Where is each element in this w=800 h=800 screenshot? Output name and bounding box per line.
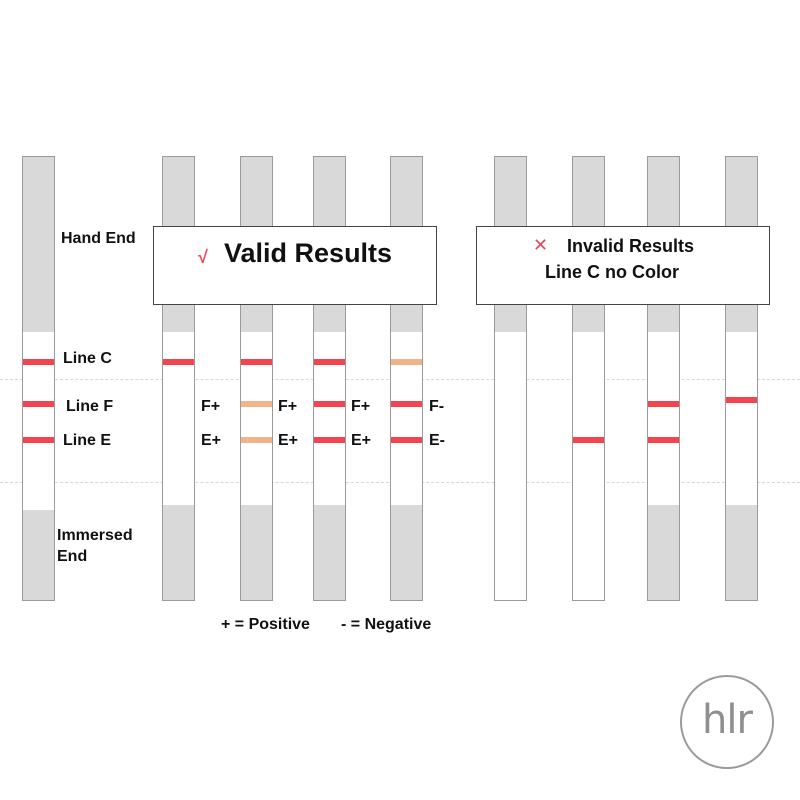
strip-immersed-end bbox=[726, 505, 757, 600]
strip1-f-label: F+ bbox=[201, 398, 221, 415]
line-e-band bbox=[241, 437, 272, 443]
legend-negative: - = Negative bbox=[341, 616, 432, 633]
line-c-band bbox=[163, 359, 194, 365]
strip-immersed-end bbox=[391, 505, 422, 600]
strip4-f-label: F- bbox=[429, 398, 445, 415]
hlr-logo: hlr bbox=[680, 675, 774, 769]
line-e-band bbox=[314, 437, 345, 443]
invalid-strip-4 bbox=[725, 156, 758, 601]
invalid-strip-3 bbox=[647, 156, 680, 601]
strip-immersed-end bbox=[23, 510, 54, 600]
valid-results-panel: √ Valid Results bbox=[153, 226, 437, 305]
strip3-e-label: E+ bbox=[351, 432, 372, 449]
line-e-band bbox=[648, 437, 679, 443]
legend-positive: + = Positive bbox=[221, 616, 310, 633]
line-f-band bbox=[241, 401, 272, 407]
valid-strip-1 bbox=[162, 156, 195, 601]
reference-strip bbox=[22, 156, 55, 601]
line-f-band bbox=[23, 401, 54, 407]
line-e-band bbox=[391, 437, 422, 443]
line-f-band bbox=[314, 401, 345, 407]
immersed-end-label-2: End bbox=[57, 548, 88, 565]
strip-immersed-end bbox=[241, 505, 272, 600]
line-c-band bbox=[391, 359, 422, 365]
valid-strip-2 bbox=[240, 156, 273, 601]
cross-icon: ✕ bbox=[533, 235, 549, 255]
strip2-e-label: E+ bbox=[278, 432, 299, 449]
immersed-end-label: Immersed bbox=[57, 527, 133, 544]
valid-strip-4 bbox=[390, 156, 423, 601]
invalid-strip-1 bbox=[494, 156, 527, 601]
invalid-strip-2 bbox=[572, 156, 605, 601]
valid-results-title: Valid Results bbox=[224, 238, 393, 268]
invalid-results-panel: ✕ Invalid Results Line C no Color bbox=[476, 226, 770, 305]
line-f-band bbox=[726, 397, 757, 403]
invalid-results-subtitle: Line C no Color bbox=[545, 262, 679, 282]
invalid-results-title: Invalid Results bbox=[567, 236, 695, 256]
strip-immersed-end bbox=[648, 505, 679, 600]
strip2-f-label: F+ bbox=[278, 398, 298, 415]
line-c-label: Line C bbox=[63, 350, 112, 367]
strip-hand-end bbox=[23, 157, 54, 332]
strip-immersed-end bbox=[163, 505, 194, 600]
strip-immersed-end bbox=[314, 505, 345, 600]
strip1-e-label: E+ bbox=[201, 432, 222, 449]
strip3-f-label: F+ bbox=[351, 398, 371, 415]
line-f-band bbox=[648, 401, 679, 407]
hand-end-label: Hand End bbox=[61, 230, 136, 247]
valid-strip-3 bbox=[313, 156, 346, 601]
strip4-e-label: E- bbox=[429, 432, 445, 449]
line-c-band bbox=[314, 359, 345, 365]
check-icon: √ bbox=[198, 247, 208, 267]
line-f-band bbox=[391, 401, 422, 407]
line-e-band bbox=[23, 437, 54, 443]
logo-text: hlr bbox=[702, 697, 753, 743]
line-e-band bbox=[573, 437, 604, 443]
line-e-label: Line E bbox=[63, 432, 112, 449]
line-f-label: Line F bbox=[66, 398, 114, 415]
line-c-band bbox=[241, 359, 272, 365]
line-c-band bbox=[23, 359, 54, 365]
